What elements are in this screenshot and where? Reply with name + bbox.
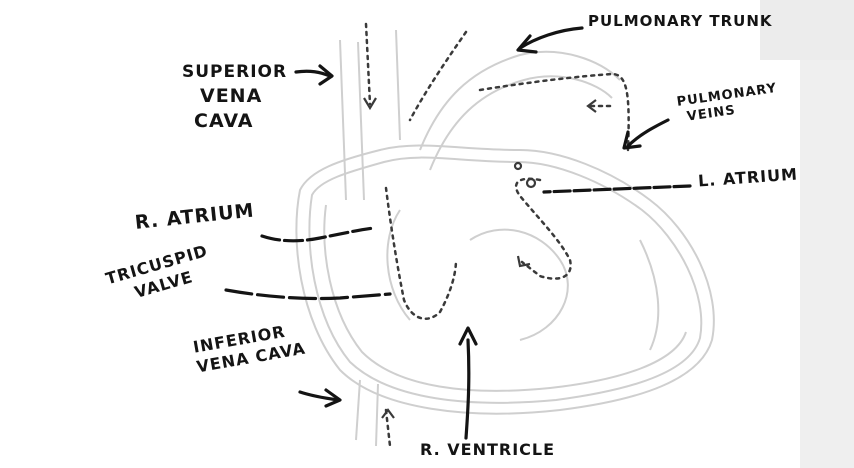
label-r-ventricle: R. VENTRICLE bbox=[420, 440, 556, 459]
label-pulmonary-trunk: PULMONARY TRUNK bbox=[588, 12, 773, 30]
arrow-r-ventricle bbox=[464, 338, 471, 440]
arrow-pulmonary-trunk bbox=[518, 26, 584, 50]
left-atrium-ring bbox=[525, 177, 537, 189]
label-superior-vena-cava: SUPERIOR VENA CAVA bbox=[182, 62, 288, 132]
label-superior-vena-cava-line-3: CAVA bbox=[194, 109, 254, 132]
paper-shadow-top-right bbox=[760, 0, 854, 60]
flow-pulmonary-trunk bbox=[408, 30, 468, 122]
pointer-arrows bbox=[224, 26, 692, 440]
flow-inferior-vena-cava bbox=[384, 408, 392, 448]
label-superior-vena-cava-line-1: SUPERIOR bbox=[182, 62, 288, 82]
arrowhead-pulmonary-veins bbox=[622, 130, 642, 150]
label-superior-vena-cava-line-2: VENA bbox=[200, 84, 263, 107]
flow-right-atrium bbox=[384, 186, 458, 320]
arrow-tricuspid-valve bbox=[224, 288, 392, 301]
flow-arrowheads bbox=[363, 97, 597, 419]
arrow-r-atrium bbox=[260, 226, 376, 243]
arrow-l-atrium bbox=[542, 184, 692, 194]
flow-pulmonary-veins bbox=[478, 72, 630, 152]
arrowhead-superior-vena-cava-pointer bbox=[318, 64, 334, 86]
paper-shadow-right bbox=[800, 60, 854, 468]
arrowhead-inferior-vena-cava-pointer bbox=[324, 388, 342, 408]
arrowhead-r-ventricle bbox=[458, 326, 478, 346]
arrowhead-pulmonary-trunk bbox=[516, 34, 538, 54]
arrowhead-pulmonary-veins-branch bbox=[586, 99, 597, 113]
arrowhead-superior-vena-cava bbox=[363, 97, 377, 111]
arrow-pulmonary-veins bbox=[626, 118, 670, 148]
arrowhead-inferior-vena-cava bbox=[381, 408, 395, 419]
arrowhead-left-atrium bbox=[516, 255, 531, 268]
flow-superior-vena-cava bbox=[364, 22, 372, 106]
arrow-superior-vena-cava bbox=[294, 69, 332, 78]
flow-paths bbox=[364, 22, 630, 448]
heart-outline bbox=[295, 29, 715, 447]
flow-left-atrium bbox=[514, 177, 572, 280]
arrow-inferior-vena-cava bbox=[298, 390, 340, 402]
left-atrium-small-circle bbox=[513, 161, 523, 171]
